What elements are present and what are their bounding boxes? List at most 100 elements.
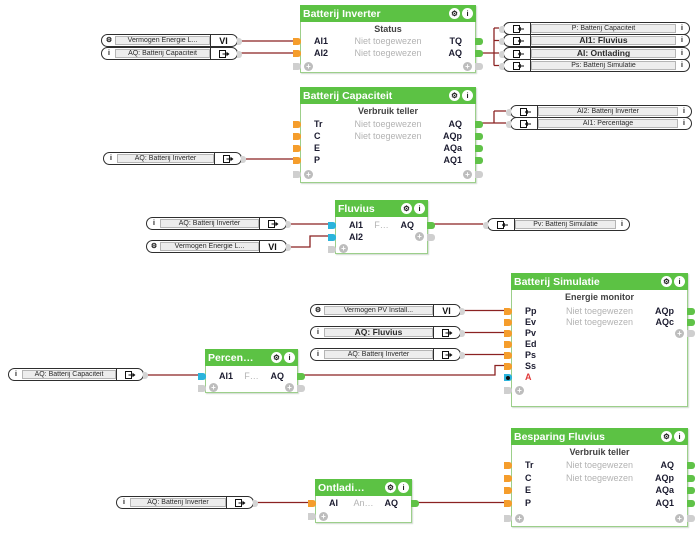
gear-icon[interactable]: ⚙	[271, 352, 282, 363]
add-output-button[interactable]: +	[675, 514, 684, 523]
expand-nub[interactable]	[293, 63, 301, 70]
input-nub[interactable]	[504, 341, 512, 348]
ref-input-vermogen-energie[interactable]: ⚙ Vermogen Energie L... VI	[101, 34, 242, 47]
block-header[interactable]: Besparing Fluvius ⚙ i	[511, 428, 688, 445]
input-nub[interactable]	[504, 330, 512, 337]
info-icon[interactable]: i	[398, 482, 409, 493]
output-nub[interactable]	[475, 120, 483, 128]
add-output-button[interactable]: +	[285, 383, 294, 392]
add-output-button[interactable]: +	[463, 170, 472, 179]
input-nub[interactable]	[328, 221, 336, 229]
info-icon[interactable]: i	[462, 90, 473, 101]
expand-nub[interactable]	[308, 513, 316, 520]
block-batterij-inverter[interactable]: Batterij Inverter ⚙ i Status AI1 Niet to…	[293, 5, 483, 73]
add-input-button[interactable]: +	[515, 386, 524, 395]
input-nub[interactable]	[504, 461, 512, 469]
input-nub[interactable]	[504, 352, 512, 359]
input-nub[interactable]	[293, 156, 301, 164]
gear-icon[interactable]: ⚙	[449, 90, 460, 101]
info-icon[interactable]: i	[674, 431, 685, 442]
ref-target-ai1-fluvius[interactable]: AI1: Fluvius i	[499, 34, 690, 47]
expand-nub[interactable]	[504, 515, 512, 522]
block-batterij-simulatie[interactable]: Batterij Simulatie ⚙ i Energie monitor P…	[504, 273, 695, 407]
ref-output-aq-batterij-inverter[interactable]: i AQ: Batterij Inverter	[310, 348, 465, 361]
ref-input-vermogen-pv[interactable]: ⚙ Vermogen PV Install... VI	[310, 304, 465, 317]
output-nub[interactable]	[475, 37, 483, 45]
output-nub[interactable]	[297, 372, 305, 380]
expand-nub[interactable]	[328, 246, 336, 253]
gear-icon[interactable]: ⚙	[661, 276, 672, 287]
output-nub[interactable]	[475, 132, 483, 140]
input-nub[interactable]	[308, 500, 316, 507]
output-nub[interactable]	[475, 156, 483, 164]
ref-target-ai-ontlading[interactable]: AI: Ontlading i	[499, 47, 690, 60]
block-fluvius[interactable]: Fluvius ⚙ i AI1 F… AQ AI2 + +	[328, 200, 435, 254]
block-percentage[interactable]: Percen… ⚙ i AI1 F… AQ + +	[198, 349, 305, 393]
info-icon[interactable]: i	[462, 8, 473, 19]
expand-nub[interactable]	[427, 234, 435, 241]
input-nub[interactable]	[504, 474, 512, 482]
output-nub[interactable]	[687, 474, 695, 482]
block-header[interactable]: Batterij Capaciteit ⚙ i	[300, 87, 476, 104]
expand-nub[interactable]	[198, 384, 206, 392]
output-nub[interactable]	[475, 144, 483, 152]
add-input-button[interactable]: +	[304, 62, 313, 71]
gear-icon[interactable]: ⚙	[449, 8, 460, 19]
expand-nub[interactable]	[293, 171, 301, 178]
output-nub[interactable]	[687, 499, 695, 507]
output-nub[interactable]	[687, 486, 695, 494]
input-nub[interactable]	[198, 372, 206, 380]
ref-target-ai1-percentage[interactable]: AI1: Percentage i	[506, 117, 692, 130]
block-batterij-capaciteit[interactable]: Batterij Capaciteit ⚙ i Verbruik teller …	[293, 87, 483, 183]
expand-nub[interactable]	[687, 515, 695, 522]
add-input-button[interactable]: +	[319, 512, 328, 521]
info-icon[interactable]: i	[414, 203, 425, 214]
output-nub[interactable]	[687, 319, 695, 326]
ref-output-aq-batterij-inverter[interactable]: i AQ: Batterij Inverter	[116, 496, 258, 509]
ref-output-aq-batterij-capaciteit[interactable]: i AQ: Batterij Capaciteit	[101, 47, 242, 60]
block-ontlading[interactable]: Ontladi… ⚙ i AI An… AQ +	[308, 479, 419, 523]
input-nub[interactable]	[504, 308, 512, 315]
expand-nub[interactable]	[687, 330, 695, 337]
block-header[interactable]: Batterij Simulatie ⚙ i	[511, 273, 688, 290]
ref-output-aq-fluvius[interactable]: i AQ: Fluvius	[310, 326, 465, 339]
expand-nub[interactable]	[475, 63, 483, 70]
input-nub[interactable]	[328, 233, 336, 241]
ref-target-ps-batterij-simulatie[interactable]: Ps: Batterij Simulatie i	[499, 59, 690, 72]
output-nub[interactable]	[475, 49, 483, 57]
expand-nub[interactable]	[475, 171, 483, 178]
ref-output-aq-batterij-inverter[interactable]: i AQ: Batterij Inverter	[146, 217, 291, 230]
ref-output-aq-batterij-capaciteit[interactable]: i AQ: Batterij Capaciteit	[8, 368, 148, 381]
input-nub[interactable]	[293, 144, 301, 152]
gear-icon[interactable]: ⚙	[401, 203, 412, 214]
output-nub[interactable]	[411, 500, 419, 507]
output-nub[interactable]	[687, 308, 695, 315]
input-nub[interactable]	[504, 486, 512, 494]
expand-nub[interactable]	[297, 384, 305, 392]
gear-icon[interactable]: ⚙	[661, 431, 672, 442]
add-input-button[interactable]: +	[515, 514, 524, 523]
info-icon[interactable]: i	[674, 276, 685, 287]
add-output-button[interactable]: +	[463, 62, 472, 71]
ref-input-vermogen-energie[interactable]: ⚙ Vermogen Energie L... VI	[146, 240, 291, 253]
add-input-button[interactable]: +	[209, 383, 218, 392]
ref-output-aq-batterij-inverter[interactable]: i AQ: Batterij Inverter	[103, 152, 246, 165]
info-icon[interactable]: i	[284, 352, 295, 363]
output-nub[interactable]	[427, 221, 435, 229]
input-nub[interactable]	[504, 499, 512, 507]
add-output-button[interactable]: +	[675, 329, 684, 338]
block-header[interactable]: Percen… ⚙ i	[205, 349, 298, 366]
output-nub[interactable]	[687, 461, 695, 469]
input-nub[interactable]	[504, 363, 512, 370]
block-besparing-fluvius[interactable]: Besparing Fluvius ⚙ i Verbruik teller Tr…	[504, 428, 695, 527]
input-nub[interactable]	[293, 120, 301, 128]
add-output-button[interactable]: +	[415, 232, 424, 241]
add-input-button[interactable]: +	[304, 170, 313, 179]
input-nub[interactable]	[504, 319, 512, 326]
block-header[interactable]: Ontladi… ⚙ i	[315, 479, 412, 496]
ref-target-p-batterij-capaciteit[interactable]: P: Batterij Capaciteit i	[499, 22, 690, 35]
add-input-button[interactable]: +	[339, 244, 348, 253]
expand-nub[interactable]	[504, 387, 512, 394]
input-nub[interactable]	[293, 49, 301, 57]
